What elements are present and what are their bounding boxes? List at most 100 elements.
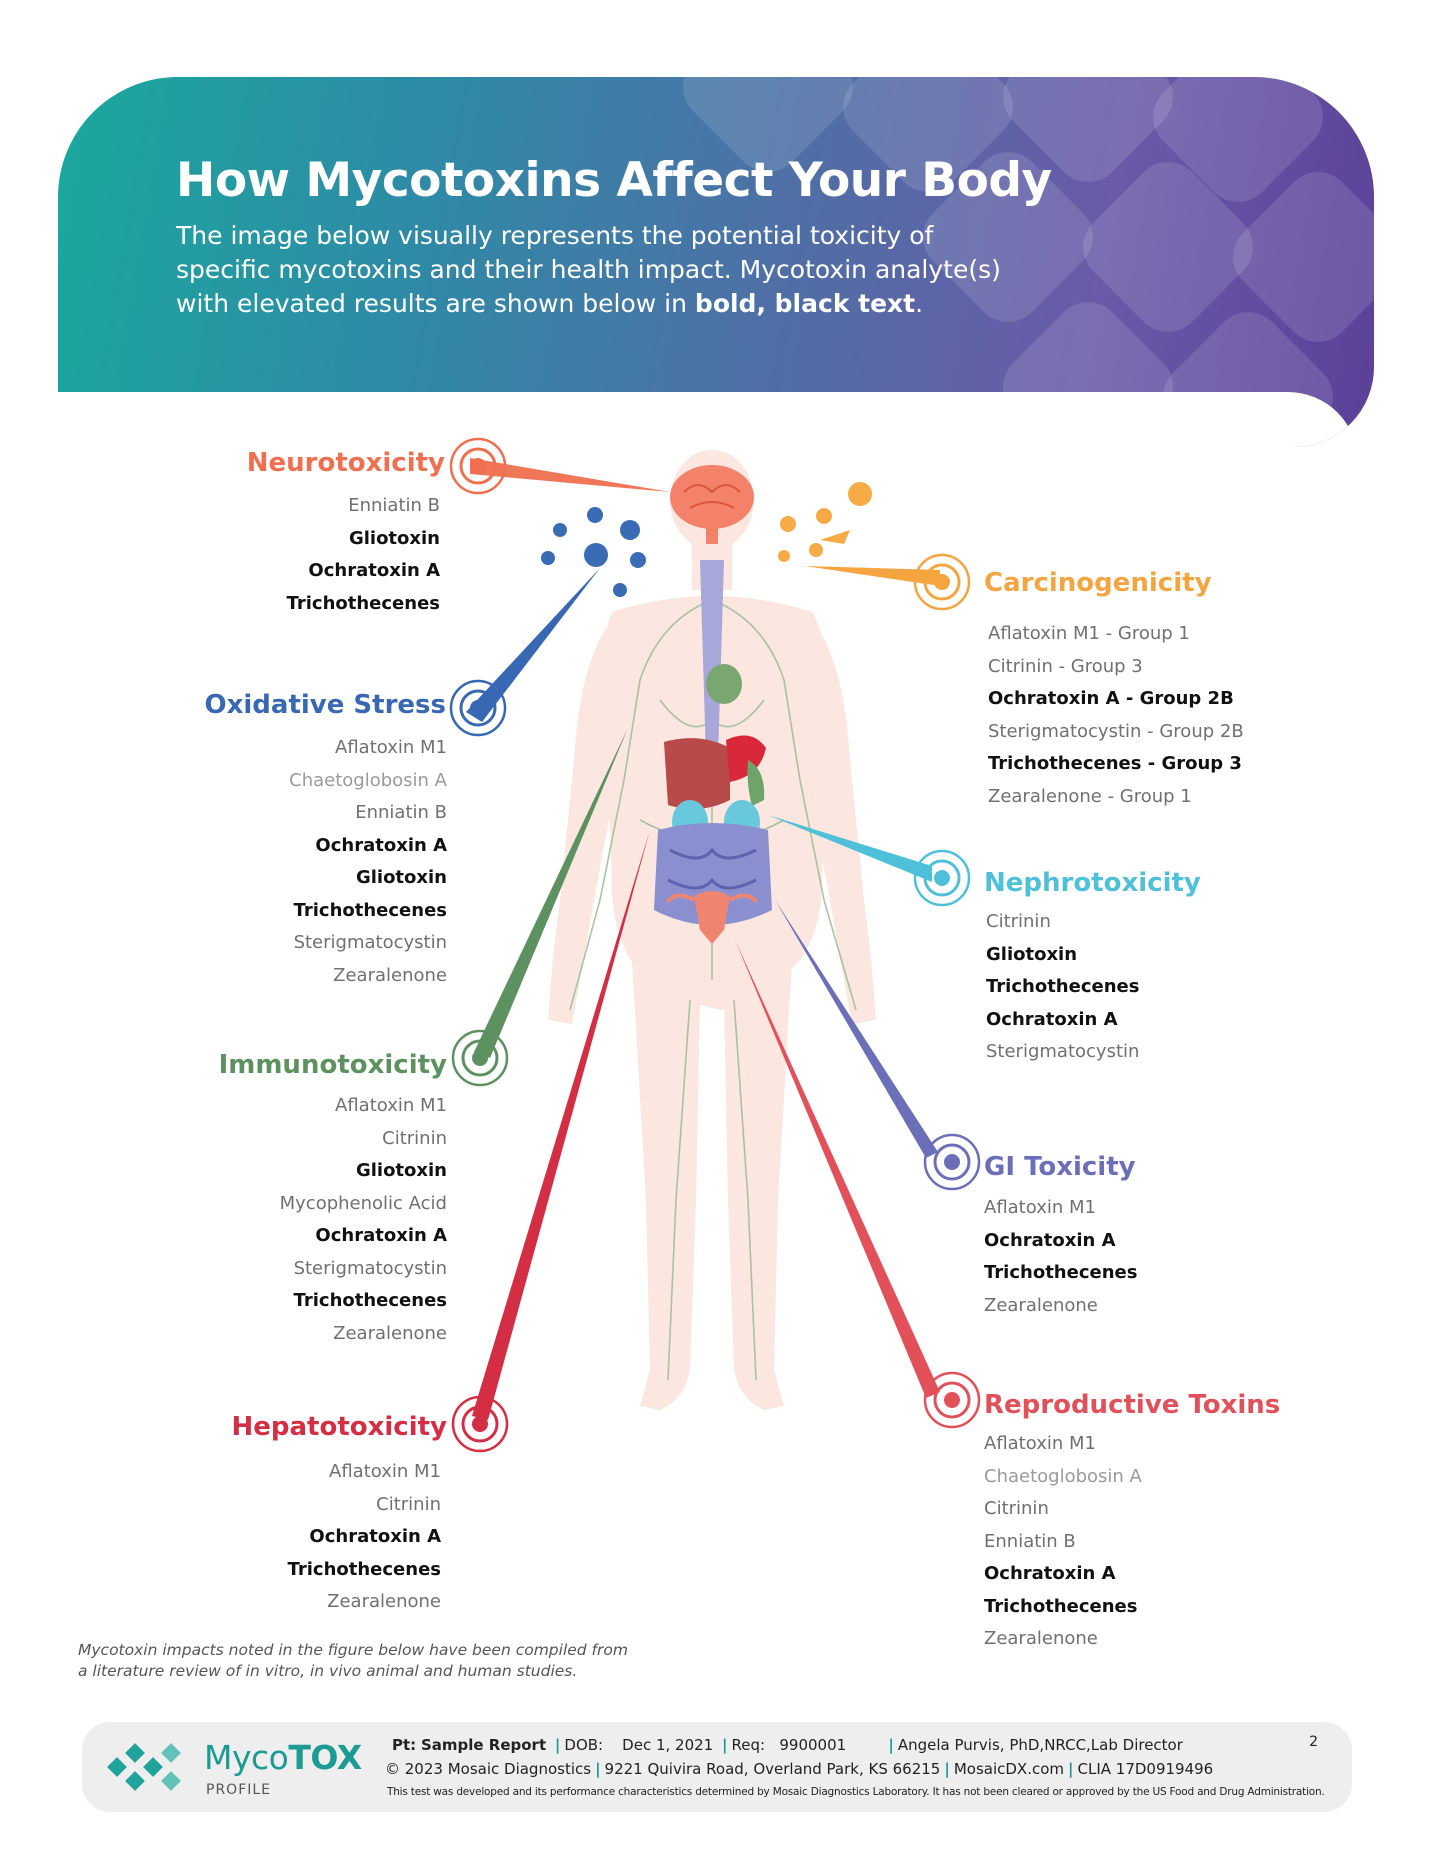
mycotoxin-item: Sterigmatocystin: [986, 1041, 1140, 1062]
mycotoxin-item: Trichothecenes: [293, 899, 447, 921]
intro-line: specific mycotoxins and their health imp…: [176, 255, 1001, 284]
mycotoxin-item: Aflatoxin M1: [984, 1433, 1096, 1454]
lab-director: Angela Purvis, PhD,NRCC,Lab Director: [897, 1736, 1183, 1754]
mycotoxin-item: Citrinin: [986, 911, 1051, 932]
footnote: Mycotoxin impacts noted in the figure be…: [78, 1640, 698, 1682]
mycotoxin-item: Sterigmatocystin: [293, 1257, 447, 1279]
target-ring-oxidative-stress: [449, 679, 507, 737]
mycotoxin-item: Trichothecenes: [986, 976, 1140, 997]
separator: |: [944, 1760, 950, 1778]
mycotoxin-item: Sterigmatocystin - Group 2B: [988, 720, 1244, 742]
logo-wordmark-bold: TOX: [288, 1738, 362, 1777]
mycotoxin-item: Gliotoxin: [355, 867, 447, 888]
target-ring-reproductive-toxins: [923, 1371, 981, 1429]
copyright: © 2023 Mosaic Diagnostics: [385, 1760, 592, 1778]
intro-line: The image below visually represents the …: [176, 221, 934, 250]
mycotoxin-item: Ochratoxin A: [308, 560, 440, 581]
mycotoxin-item: Trichothecenes: [293, 1290, 447, 1311]
dob-label: DOB:: [564, 1736, 604, 1754]
category-title-reproductive-toxins: Reproductive Toxins: [984, 1390, 1281, 1420]
intro-line: with elevated results are shown below in: [176, 289, 695, 318]
category-title-gi-toxicity: GI Toxicity: [984, 1152, 1136, 1182]
category-title-immunotoxicity: Immunotoxicity: [218, 1050, 447, 1080]
mycotoxin-item: Zearalenone: [333, 964, 447, 986]
page-number: 2: [1309, 1734, 1318, 1750]
mycotoxin-item: Zearalenone: [327, 1591, 441, 1612]
address: 9221 Quivira Road, Overland Park, KS 662…: [604, 1760, 941, 1778]
category-title-nephrotoxicity: Nephrotoxicity: [984, 868, 1201, 898]
category-title-carcinogenicity: Carcinogenicity: [984, 568, 1212, 598]
mycotoxin-item: Enniatin B: [348, 495, 440, 516]
separator: |: [554, 1736, 561, 1754]
intestines-icon: [654, 823, 772, 925]
separator: |: [595, 1760, 601, 1778]
target-ring-gi-toxicity: [923, 1133, 981, 1191]
separator: |: [722, 1736, 728, 1754]
spinal-column: [700, 560, 724, 760]
mycotoxin-item: Mycophenolic Acid: [279, 1192, 447, 1214]
mycotoxin-item: Ochratoxin A: [986, 1008, 1118, 1030]
germ-cluster-blue-icon: [541, 507, 646, 597]
mycotoxin-item: Zearalenone: [333, 1322, 447, 1344]
mycotoxin-item: Citrinin - Group 3: [988, 655, 1143, 677]
uterus-icon: [666, 891, 758, 944]
mycotoxin-item: Ochratoxin A: [984, 1563, 1116, 1584]
body-figure-svg: [449, 437, 981, 1453]
mycotoxin-item: Gliotoxin: [348, 527, 440, 549]
intro-emphasis: bold, black text: [694, 289, 916, 318]
dob-value: Dec 1, 2021: [622, 1736, 714, 1754]
separator: |: [888, 1736, 894, 1754]
logo-subtitle: PROFILE: [206, 1782, 272, 1798]
mycotoxin-item: Citrinin: [376, 1493, 441, 1515]
target-ring-nephrotoxicity: [913, 849, 971, 907]
mycotoxin-item: Trichothecenes: [286, 592, 440, 614]
mycotoxin-item: Zearalenone: [984, 1294, 1098, 1316]
brain-icon: [670, 465, 754, 544]
footnote-line: Mycotoxin impacts noted in the figure be…: [78, 1641, 628, 1659]
connector-beams: [466, 458, 940, 1420]
mycotoxin-item: Enniatin B: [355, 802, 447, 823]
clia-number: CLIA 17D0919496: [1077, 1760, 1214, 1778]
website-link[interactable]: MosaicDX.com: [953, 1760, 1065, 1778]
category-title-hepatotoxicity: Hepatotoxicity: [231, 1412, 447, 1442]
mycotoxin-item: Citrinin: [984, 1498, 1049, 1519]
germ-cluster-orange-icon: [778, 482, 872, 562]
mycotoxin-item: Trichothecenes: [984, 1595, 1138, 1617]
company-info-line: © 2023 Mosaic Diagnostics|9221 Quivira R…: [385, 1760, 1213, 1778]
mycotoxin-item: Chaetoglobosin A: [289, 769, 447, 791]
category-title-neurotoxicity: Neurotoxicity: [246, 448, 445, 478]
separator: |: [1068, 1760, 1074, 1778]
mycotoxin-item: Ochratoxin A: [309, 1526, 441, 1547]
mosaic-logo-icon: [107, 1743, 181, 1791]
req-label: Req:: [731, 1736, 766, 1754]
logo-wordmark-regular: Myco: [204, 1738, 289, 1777]
mycotoxin-item: Ochratoxin A: [315, 834, 447, 856]
patient-label: Pt:: [392, 1736, 417, 1754]
fda-disclaimer: This test was developed and its performa…: [387, 1786, 1325, 1798]
mycotoxin-item: Trichothecenes - Group 3: [988, 753, 1242, 774]
stomach-icon: [726, 735, 766, 782]
mycotoxin-item: Aflatoxin M1: [329, 1461, 441, 1482]
mycotoxin-item: Zearalenone: [984, 1628, 1098, 1649]
req-value: 9900001: [779, 1736, 847, 1754]
intro-line: .: [915, 289, 924, 318]
footnote-line: a literature review of in vitro, in vivo…: [78, 1662, 578, 1680]
mycotoxin-item: Ochratoxin A: [984, 1229, 1116, 1251]
mycotoxin-item: Aflatoxin M1: [335, 1095, 447, 1116]
target-ring-carcinogenicity: [913, 553, 971, 611]
mycotoxin-item: Aflatoxin M1: [984, 1197, 1096, 1218]
target-ring-neurotoxicity: [449, 437, 507, 495]
gallbladder-icon: [747, 760, 765, 806]
category-title-oxidative-stress: Oxidative Stress: [204, 690, 446, 720]
mycotoxin-item: Ochratoxin A: [315, 1225, 447, 1246]
mycotoxin-item: Enniatin B: [984, 1530, 1076, 1552]
patient-info-line: Pt: Sample Report |DOB: Dec 1, 2021 |Req…: [392, 1736, 1183, 1754]
mycotoxin-item: Ochratoxin A - Group 2B: [988, 688, 1234, 709]
